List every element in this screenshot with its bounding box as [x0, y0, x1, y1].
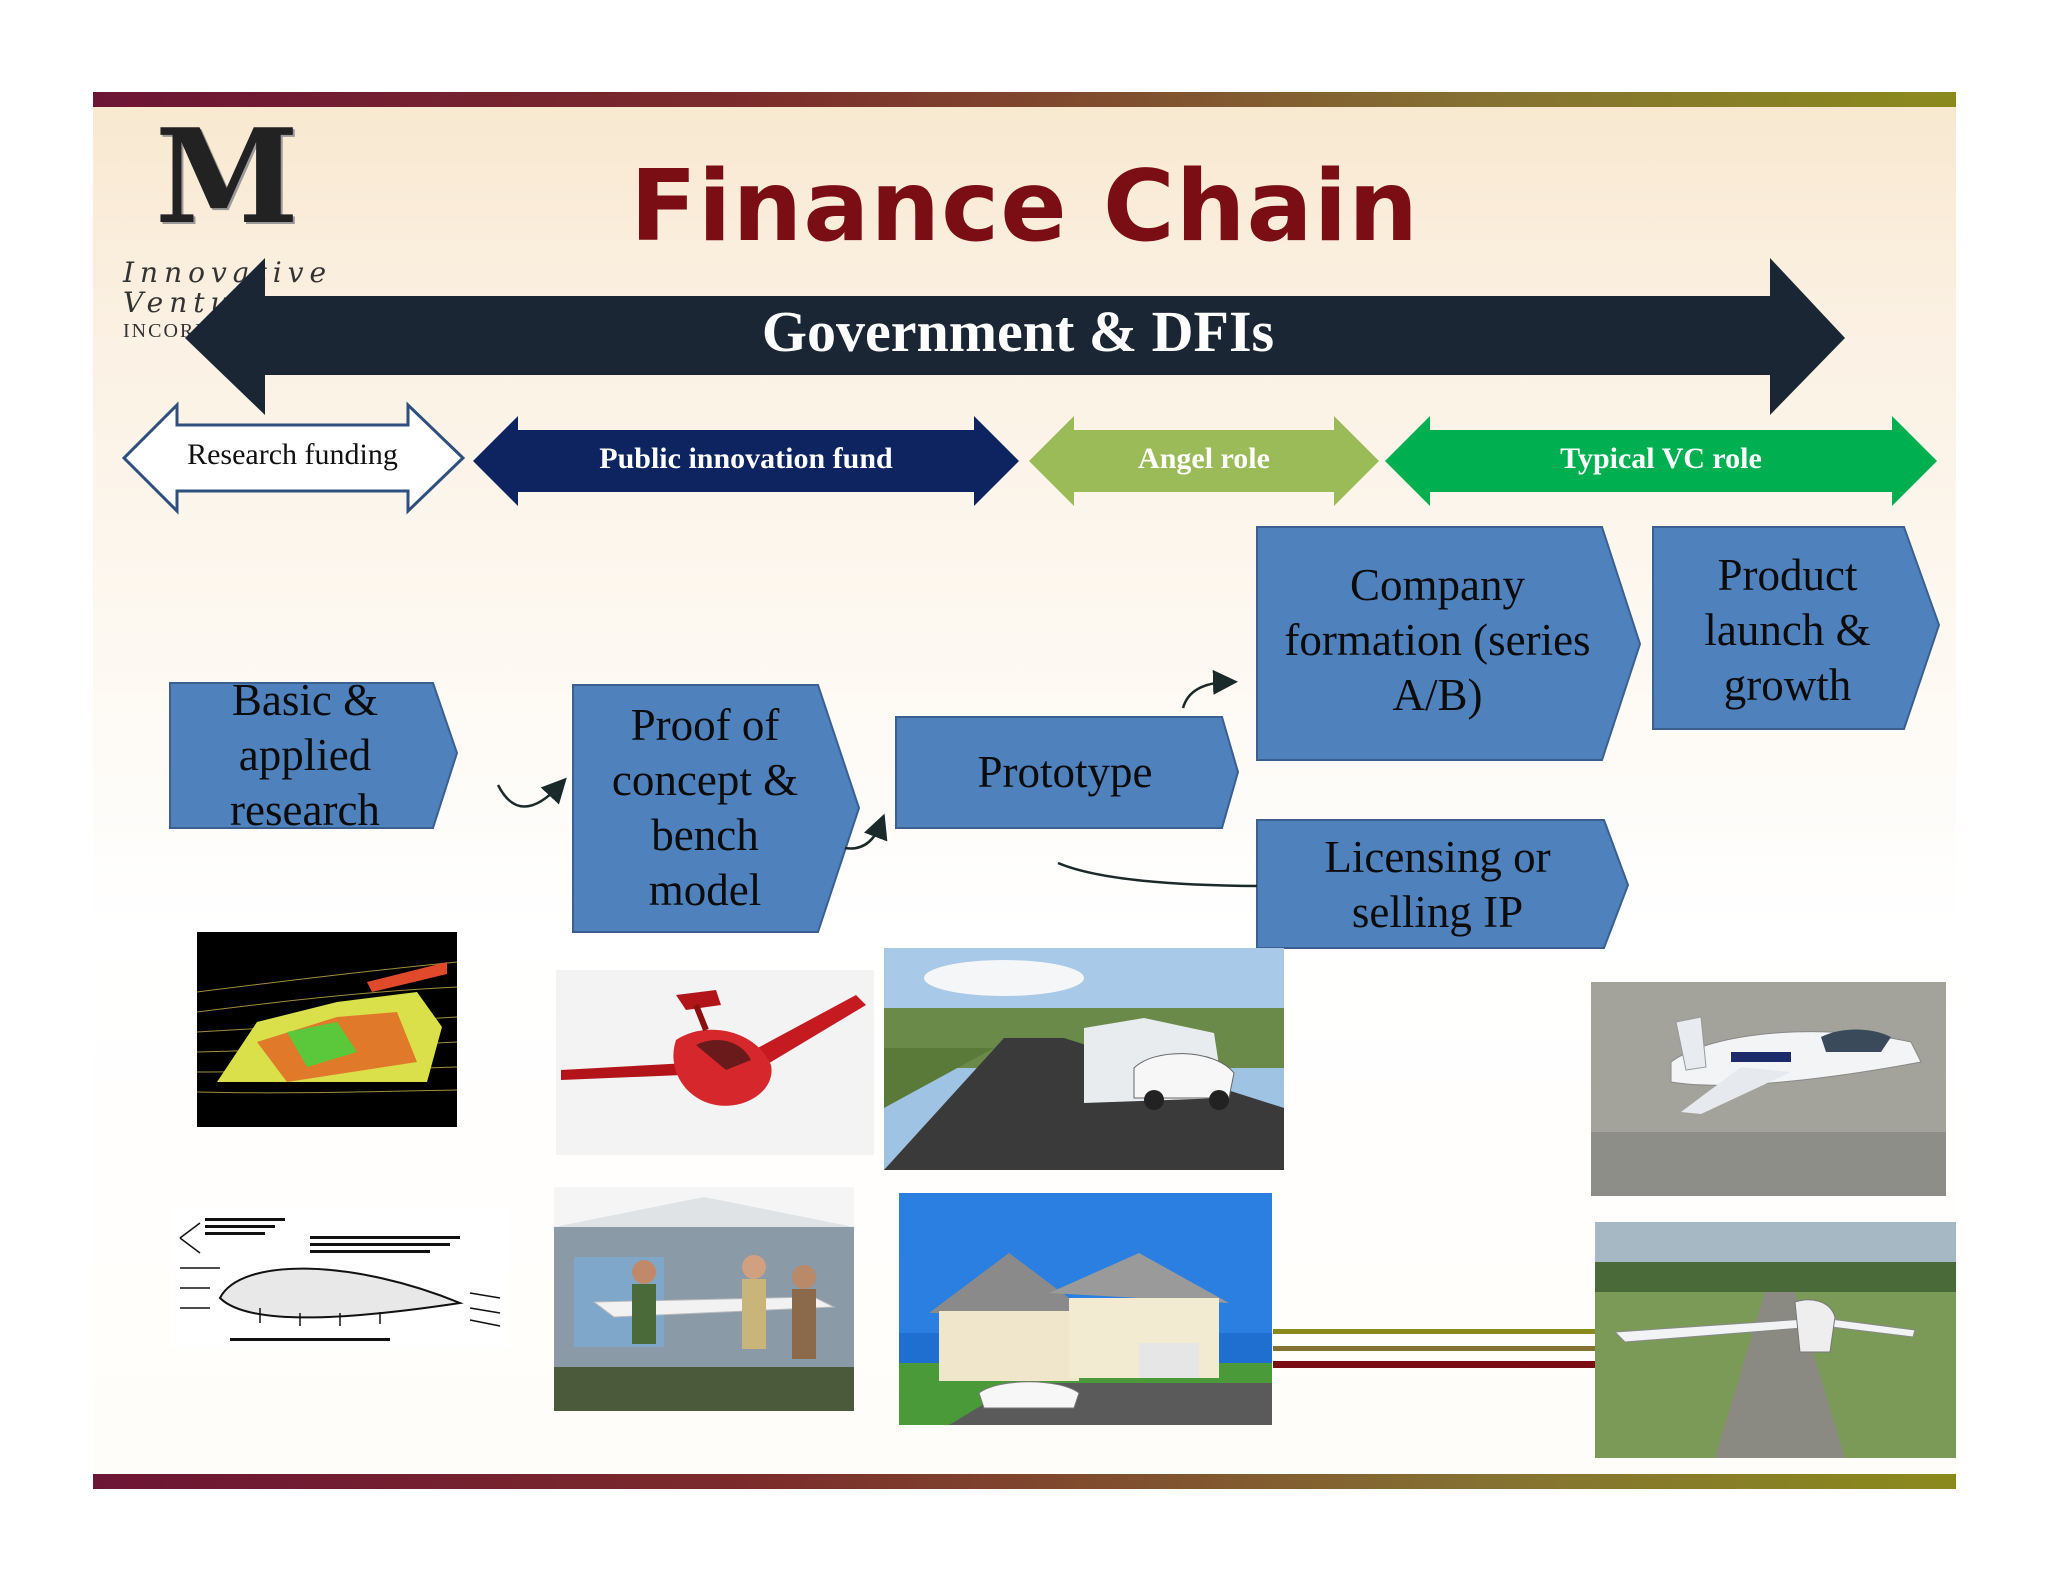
flying-car-on-road-graphic: [884, 948, 1284, 1170]
typical-vc-role-label: Typical VC role: [1560, 442, 1762, 475]
stage-basic-research-label: Basic & applied research: [230, 674, 380, 835]
stripe-olive-2: [1273, 1346, 1596, 1351]
plane-takeoff-runway-image: [1595, 1222, 1956, 1458]
public-innovation-fund-label: Public innovation fund: [599, 442, 893, 475]
stage-company-formation-label: Company formation (series A/B): [1284, 559, 1591, 720]
bottom-accent-bar: [93, 1474, 1956, 1489]
top-accent-bar: [93, 92, 1956, 107]
connector-arrow-1: [496, 777, 567, 808]
typical-vc-role-arrow: [1385, 416, 1937, 506]
red-flying-car-model-image: [556, 970, 874, 1155]
stage-basic-research-shape: [169, 682, 459, 829]
exhibition-prototype-image: [554, 1187, 854, 1411]
stage-proof-of-concept-label: Proof of concept & bench model: [611, 699, 799, 915]
logo-mark: M: [155, 100, 299, 253]
cfd-race-car-graphic: [197, 961, 457, 1094]
stage-product-launch-label: Product launch & growth: [1704, 549, 1871, 710]
exhibition-prototype-graphic: [554, 1187, 854, 1411]
airfoil-diagram-image: [170, 1208, 510, 1348]
connector-arrow-2: [844, 813, 888, 850]
public-innovation-fund-arrow: [473, 416, 1019, 506]
stage-proof-of-concept-shape: [572, 684, 861, 933]
stripe-maroon: [1273, 1361, 1596, 1368]
red-flying-car-model-graphic: [561, 990, 866, 1106]
airfoil-diagram-graphic: [179, 1218, 501, 1341]
stage-product-launch-shape: [1652, 526, 1941, 730]
research-funding-label: Research funding: [187, 438, 398, 471]
plane-in-flight-graphic: [1591, 982, 1946, 1196]
angel-role-label: Angel role: [1138, 442, 1270, 475]
stage-licensing-shape: [1256, 819, 1630, 949]
stripe-olive: [1273, 1329, 1596, 1334]
plane-takeoff-runway-graphic: [1595, 1222, 1956, 1458]
government-arrow: [185, 258, 1845, 415]
flying-car-on-road-image: [884, 948, 1284, 1170]
stage-prototype-label: Prototype: [977, 747, 1153, 797]
logo-wordmark-line1: Innovative: [123, 256, 333, 289]
flying-car-at-house-image: [899, 1193, 1272, 1425]
research-funding-arrow: [121, 401, 466, 515]
connector-line-licensing: [1057, 861, 1258, 888]
stage-prototype-shape: [895, 716, 1240, 829]
connector-arrow-3: [1181, 669, 1238, 709]
stage-licensing-label: Licensing or selling IP: [1324, 831, 1551, 937]
flying-car-at-house-graphic: [899, 1193, 1272, 1425]
angel-role-arrow: [1029, 416, 1379, 506]
slide-title: Finance Chain: [629, 150, 1420, 264]
plane-in-flight-image: [1591, 982, 1946, 1196]
government-arrow-label: Government & DFIs: [761, 299, 1275, 364]
stage-company-formation-shape: [1256, 526, 1642, 761]
cfd-race-car-image: [197, 932, 457, 1127]
